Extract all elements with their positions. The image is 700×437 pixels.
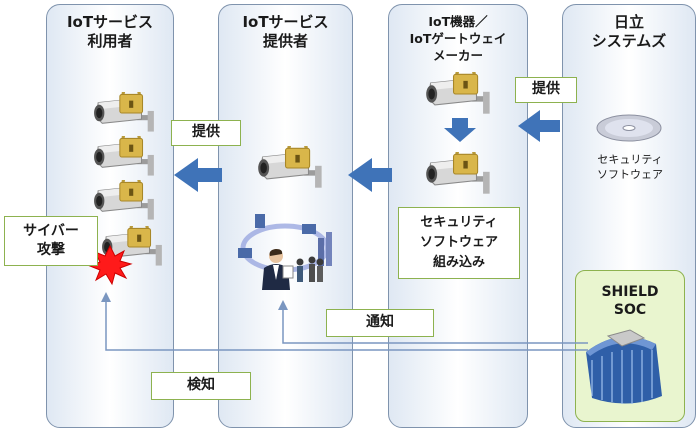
lane-title-maker: IoT機器／ IoTゲートウェイ メーカー (409, 14, 507, 63)
embedded-security-box: セキュリティ ソフトウェア 組み込み (398, 207, 520, 279)
arrow-left-icon (518, 110, 560, 142)
cyber-attack-box: サイバー 攻撃 (4, 216, 98, 266)
camera-icon (424, 152, 492, 196)
cd-icon (596, 114, 662, 142)
arrow-left-icon (174, 158, 222, 192)
provide-label-right: 提供 (515, 77, 577, 103)
network-people-icon (238, 214, 332, 290)
camera-icon (92, 180, 156, 222)
arrow-left-icon (348, 158, 392, 192)
camera-icon (256, 146, 324, 190)
soc-building-icon (586, 329, 662, 404)
lane-iot-service-provider: IoTサービス 提供者 (218, 4, 353, 428)
embedded-security-label: セキュリティ ソフトウェア 組み込み (419, 215, 498, 270)
explosion-icon (88, 244, 133, 286)
lane-title-provider: IoTサービス 提供者 (242, 13, 329, 50)
security-software-label: セキュリティ ソフトウェア (597, 153, 663, 181)
camera-icon (424, 72, 492, 116)
lane-title-user: IoTサービス 利用者 (66, 13, 154, 50)
down-arrow-icon (444, 118, 476, 142)
notify-label: 通知 (326, 309, 434, 337)
camera-icon (92, 136, 156, 178)
detect-label: 検知 (151, 372, 251, 400)
camera-icon (92, 92, 156, 134)
shield-soc-label: SHIELD SOC (601, 284, 659, 318)
cyber-attack-label: サイバー 攻撃 (23, 223, 79, 258)
lane-title-hitachi: 日立 システムズ (591, 13, 667, 50)
provide-label-left: 提供 (171, 120, 241, 146)
